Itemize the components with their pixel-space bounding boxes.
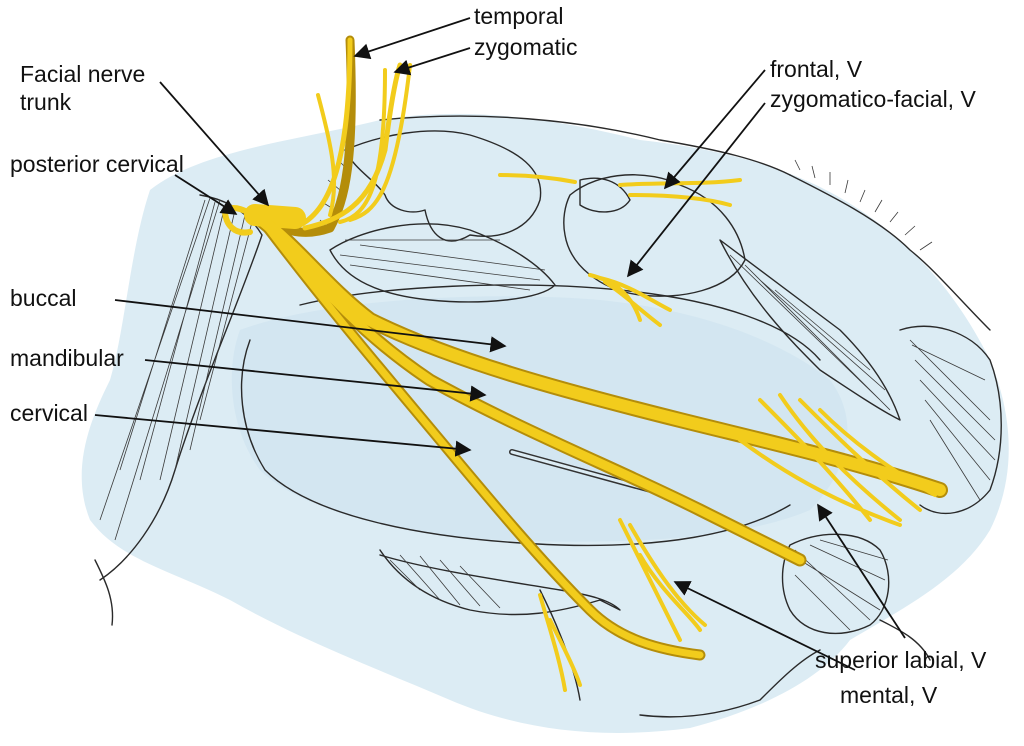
label-facial-nerve-trunk-2: trunk bbox=[20, 89, 72, 115]
label-zygomatic: zygomatic bbox=[474, 34, 578, 60]
label-mandibular: mandibular bbox=[10, 345, 124, 371]
left-curve bbox=[95, 560, 113, 625]
label-frontal-v: frontal, V bbox=[770, 56, 863, 82]
label-superior-labial-v: superior labial, V bbox=[815, 647, 987, 673]
label-temporal: temporal bbox=[474, 3, 563, 29]
label-facial-nerve-trunk-1: Facial nerve bbox=[20, 61, 145, 87]
label-mental-v: mental, V bbox=[840, 682, 938, 708]
label-zygomatico-facial-v: zygomatico-facial, V bbox=[770, 86, 976, 112]
label-buccal: buccal bbox=[10, 285, 76, 311]
label-posterior-cervical: posterior cervical bbox=[10, 151, 184, 177]
tissue-background bbox=[82, 114, 1009, 733]
label-cervical: cervical bbox=[10, 400, 88, 426]
leader-zygomatic bbox=[395, 48, 470, 72]
leader-temporal bbox=[355, 18, 470, 56]
